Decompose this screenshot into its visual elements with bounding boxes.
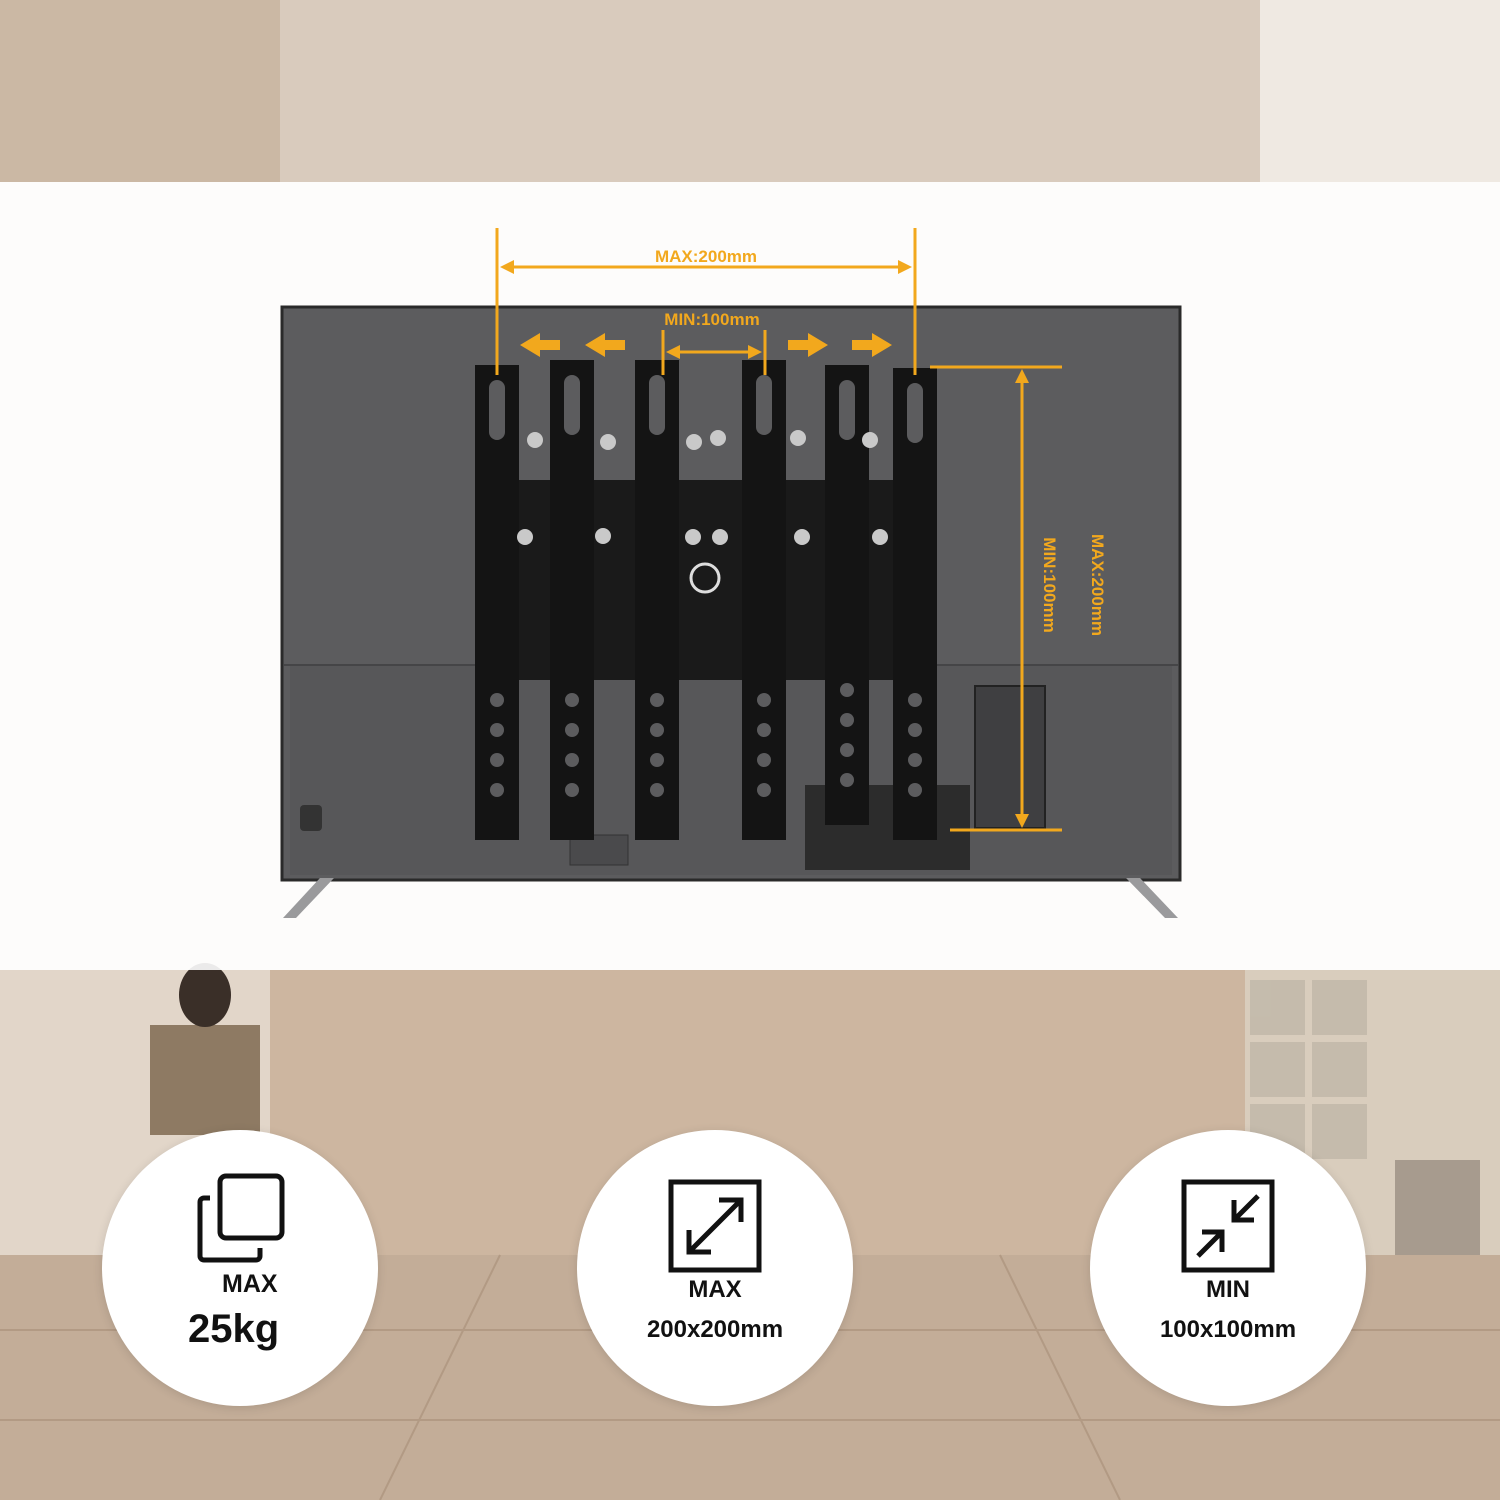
badge-max-vesa-line1: MAX [688,1276,742,1303]
max-width-label: MAX:200mm [655,247,757,266]
tv-stand-right [1126,878,1178,918]
min-width-label: MIN:100mm [664,310,759,329]
badge-min-vesa-value: 100x100mm [1159,1316,1297,1343]
max-height-label: MAX:200mm [1088,534,1107,636]
expand-arrows-icon [668,1179,762,1273]
badge-min-vesa: MIN 100x100mm [1090,1130,1366,1406]
badge-max-vesa-value: 200x200mm [646,1316,784,1343]
min-height-label: MIN:100mm [1040,537,1059,632]
badge-max-vesa: MAX 200x200mm [577,1130,853,1406]
badge-min-vesa-line1: MIN [1206,1276,1250,1303]
adjust-arrows [520,333,892,357]
screws [517,430,888,545]
badge-max-weight-value: 25kg [188,1307,280,1351]
badge-max-weight: MAX 25kg [102,1130,378,1406]
stacked-squares-icon [197,1173,285,1263]
tv-stand-left [283,878,334,918]
badge-max-weight-line1: MAX [222,1270,278,1298]
compress-arrows-icon [1181,1179,1275,1273]
mount-logo [689,562,721,594]
